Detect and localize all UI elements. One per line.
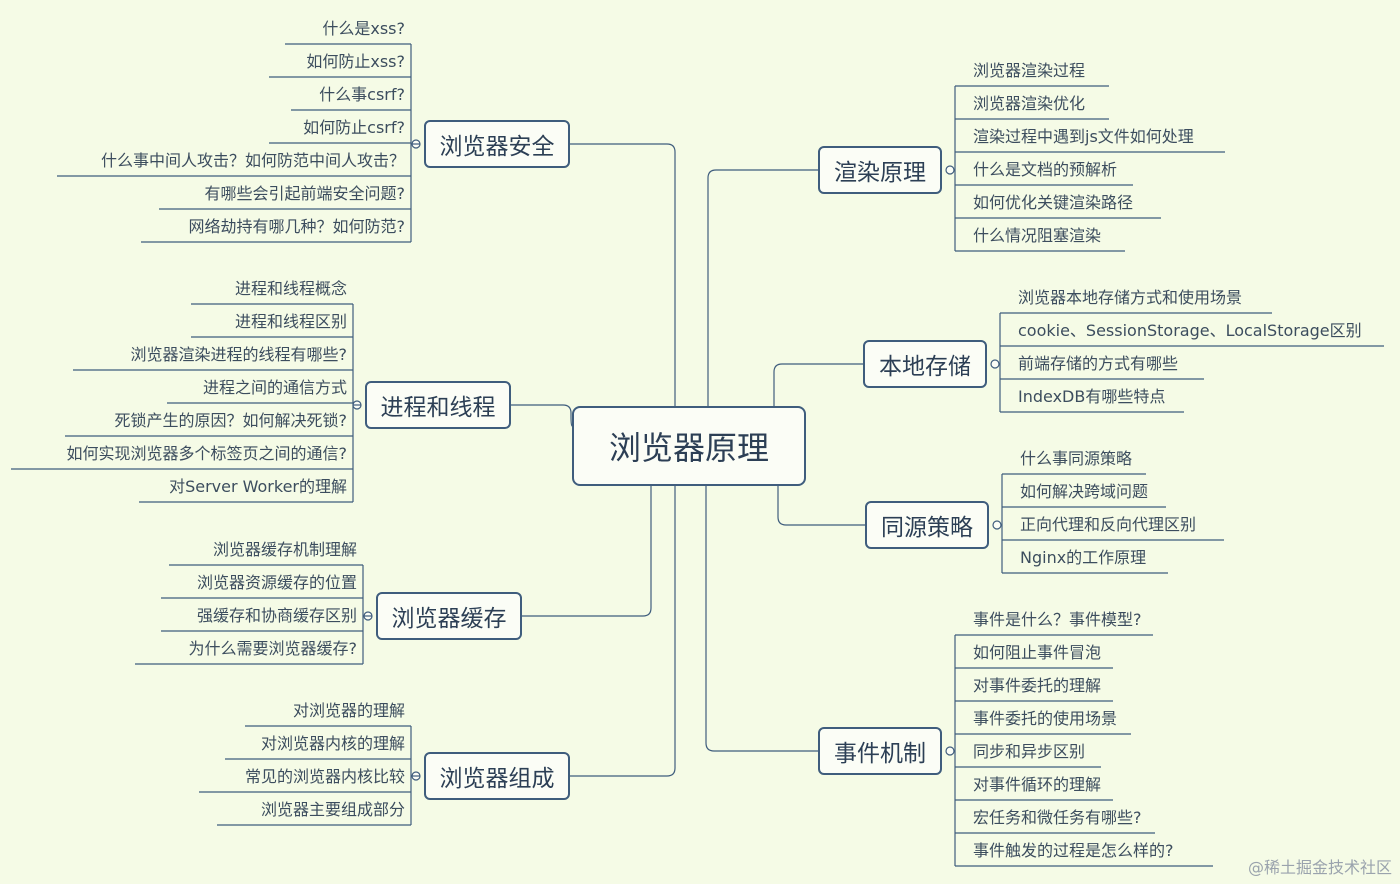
leaf-render-3[interactable]: 渲染过程中遇到js文件如何处理 [973, 127, 1194, 146]
leaf-security-3[interactable]: 什么事csrf? [319, 85, 405, 104]
leaf-cache-4[interactable]: 为什么需要浏览器缓存? [188, 639, 358, 658]
leaf-render-1[interactable]: 浏览器渲染过程 [973, 61, 1086, 80]
leaf-storage-3[interactable]: 前端存储的方式有哪些 [1018, 354, 1179, 373]
leaf-composition-3[interactable]: 常见的浏览器内核比较 [244, 767, 405, 786]
leaf-sameorigin-4[interactable]: Nginx的工作原理 [1020, 548, 1147, 567]
leaf-storage-2[interactable]: cookie、SessionStorage、LocalStorage区别 [1018, 321, 1362, 340]
leaf-security-2[interactable]: 如何防止xss? [306, 52, 405, 71]
leaf-security-1[interactable]: 什么是xss? [322, 19, 405, 38]
leaf-events-8[interactable]: 事件触发的过程是怎么样的? [973, 841, 1174, 860]
leaf-security-4[interactable]: 如何防止csrf? [303, 118, 405, 137]
leaf-process-7[interactable]: 对Server Worker的理解 [169, 477, 347, 496]
leaf-events-5[interactable]: 同步和异步区别 [973, 742, 1086, 761]
branch-composition[interactable]: 浏览器组成 [424, 752, 570, 800]
leaf-process-2[interactable]: 进程和线程区别 [234, 312, 347, 331]
branch-render[interactable]: 渲染原理 [818, 146, 942, 194]
leaf-composition-2[interactable]: 对浏览器内核的理解 [260, 734, 405, 753]
leaf-security-5[interactable]: 什么事中间人攻击？如何防范中间人攻击？ [100, 151, 405, 170]
leaf-events-6[interactable]: 对事件循环的理解 [973, 775, 1102, 794]
leaf-process-1[interactable]: 进程和线程概念 [234, 279, 347, 298]
leaf-render-6[interactable]: 什么情况阻塞渲染 [973, 226, 1102, 245]
leaf-render-2[interactable]: 浏览器渲染优化 [973, 94, 1086, 113]
leaf-render-5[interactable]: 如何优化关键渲染路径 [973, 193, 1134, 212]
branch-sameorigin[interactable]: 同源策略 [865, 501, 989, 549]
leaf-events-1[interactable]: 事件是什么？事件模型? [973, 610, 1142, 629]
branch-storage[interactable]: 本地存储 [863, 340, 987, 388]
leaf-process-6[interactable]: 如何实现浏览器多个标签页之间的通信? [66, 444, 348, 463]
leaf-security-7[interactable]: 网络劫持有哪几种？如何防范? [188, 217, 406, 236]
leaf-cache-3[interactable]: 强缓存和协商缓存区别 [196, 606, 357, 625]
branch-process[interactable]: 进程和线程 [365, 381, 511, 429]
watermark: @稀土掘金技术社区 [1247, 858, 1392, 877]
leaf-process-3[interactable]: 浏览器渲染进程的线程有哪些? [130, 345, 348, 364]
leaf-sameorigin-2[interactable]: 如何解决跨域问题 [1020, 482, 1149, 501]
leaf-sameorigin-1[interactable]: 什么事同源策略 [1020, 449, 1133, 468]
leaf-sameorigin-3[interactable]: 正向代理和反向代理区别 [1020, 515, 1197, 534]
branch-cache[interactable]: 浏览器缓存 [376, 592, 522, 640]
leaf-cache-1[interactable]: 浏览器缓存机制理解 [212, 540, 357, 559]
leaf-events-2[interactable]: 如何阻止事件冒泡 [973, 643, 1102, 662]
branch-events[interactable]: 事件机制 [818, 727, 942, 775]
leaf-storage-4[interactable]: IndexDB有哪些特点 [1018, 387, 1166, 406]
leaf-security-6[interactable]: 有哪些会引起前端安全问题? [204, 184, 406, 203]
leaf-composition-1[interactable]: 对浏览器的理解 [292, 701, 405, 720]
leaf-render-4[interactable]: 什么是文档的预解析 [973, 160, 1118, 179]
leaf-process-4[interactable]: 进程之间的通信方式 [202, 378, 347, 397]
leaf-process-5[interactable]: 死锁产生的原因？如何解决死锁? [114, 411, 348, 430]
leaf-events-3[interactable]: 对事件委托的理解 [973, 676, 1102, 695]
leaf-cache-2[interactable]: 浏览器资源缓存的位置 [196, 573, 357, 592]
branch-security[interactable]: 浏览器安全 [424, 120, 570, 168]
central-topic[interactable]: 浏览器原理 [572, 406, 806, 486]
leaf-composition-4[interactable]: 浏览器主要组成部分 [260, 800, 405, 819]
leaf-storage-1[interactable]: 浏览器本地存储方式和使用场景 [1018, 288, 1243, 307]
leaf-events-4[interactable]: 事件委托的使用场景 [973, 709, 1118, 728]
leaf-events-7[interactable]: 宏任务和微任务有哪些? [973, 808, 1142, 827]
